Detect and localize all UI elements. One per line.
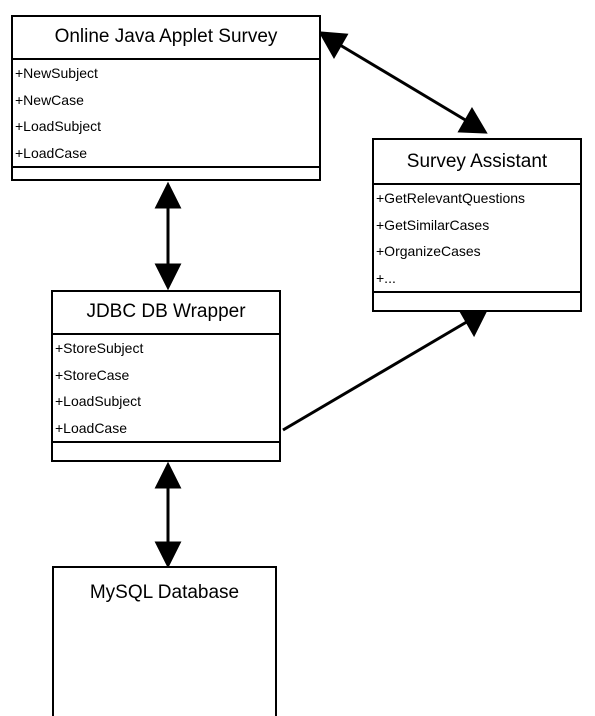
method-item: +GetSimilarCases [376, 216, 490, 233]
survey-assistant-empty-section [374, 293, 580, 301]
method-item: +LoadCase [15, 144, 88, 161]
survey-assistant-class: Survey Assistant +GetRelevantQuestions +… [372, 138, 582, 312]
online-applet-methods: +NewSubject +NewCase +LoadSubject +LoadC… [13, 60, 319, 168]
method-item: +GetRelevantQuestions [376, 190, 526, 206]
method-item: +NewSubject [15, 65, 98, 81]
method-item: +LoadSubject [15, 118, 102, 134]
jdbc-wrapper-class: JDBC DB Wrapper +StoreSubject +StoreCase… [51, 290, 281, 462]
jdbc-wrapper-methods: +StoreSubject +StoreCase +LoadSubject +L… [53, 335, 279, 443]
connector-applet-assistant [339, 43, 468, 123]
jdbc-wrapper-title: JDBC DB Wrapper [53, 292, 279, 335]
method-item: +OrganizeCases [376, 243, 481, 259]
method-item: +StoreSubject [55, 340, 144, 356]
survey-assistant-title: Survey Assistant [374, 140, 580, 185]
arrowhead-assistant-bottom [459, 308, 489, 338]
online-applet-title: Online Java Applet Survey [13, 17, 319, 60]
arrowhead-applet-top [154, 181, 182, 209]
connector-jdbc-assistant [282, 318, 471, 432]
mysql-database-box: MySQL Database [52, 566, 277, 716]
arrowhead-jdbc-top [154, 263, 182, 291]
survey-assistant-methods: +GetRelevantQuestions +GetSimilarCases +… [374, 185, 580, 293]
method-item: +NewCase [15, 91, 84, 108]
arrowhead-jdbc-bottom [154, 461, 182, 489]
method-item: +LoadCase [55, 419, 128, 436]
method-item: +... [376, 269, 396, 286]
arrowhead-assistant-end [457, 107, 488, 134]
arrowhead-db-top [154, 541, 182, 569]
online-applet-class: Online Java Applet Survey +NewSubject +N… [11, 15, 321, 181]
mysql-database-title: MySQL Database [89, 582, 240, 603]
jdbc-wrapper-empty-section [53, 443, 279, 451]
method-item: +StoreCase [55, 366, 130, 383]
arrowhead-applet-end [318, 31, 349, 60]
online-applet-empty-section [13, 168, 319, 176]
method-item: +LoadSubject [55, 393, 142, 409]
